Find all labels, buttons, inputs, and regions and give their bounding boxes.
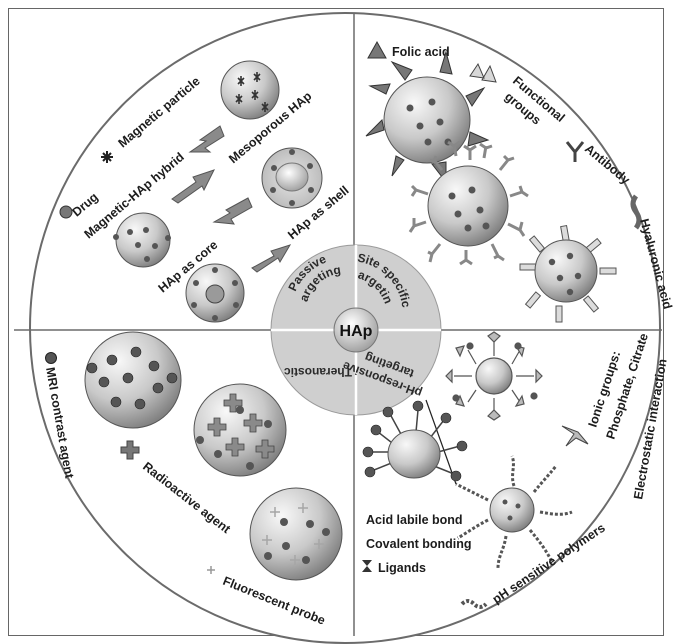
polymer-sphere: [490, 488, 534, 532]
folic-acid-label: Folic acid: [392, 45, 450, 59]
hap-core-inner: [206, 285, 224, 303]
mesoporous-sphere: [221, 61, 279, 119]
center-hap-label: HAp: [340, 323, 373, 340]
mri-icon: [46, 353, 57, 364]
hap-shell-core: [276, 163, 308, 191]
covalent-label: Covalent bonding: [366, 537, 472, 551]
ligands-label: Ligands: [378, 561, 426, 575]
hybrid-sphere: [116, 213, 170, 267]
acid-labile-label: Acid labile bond: [366, 513, 463, 527]
